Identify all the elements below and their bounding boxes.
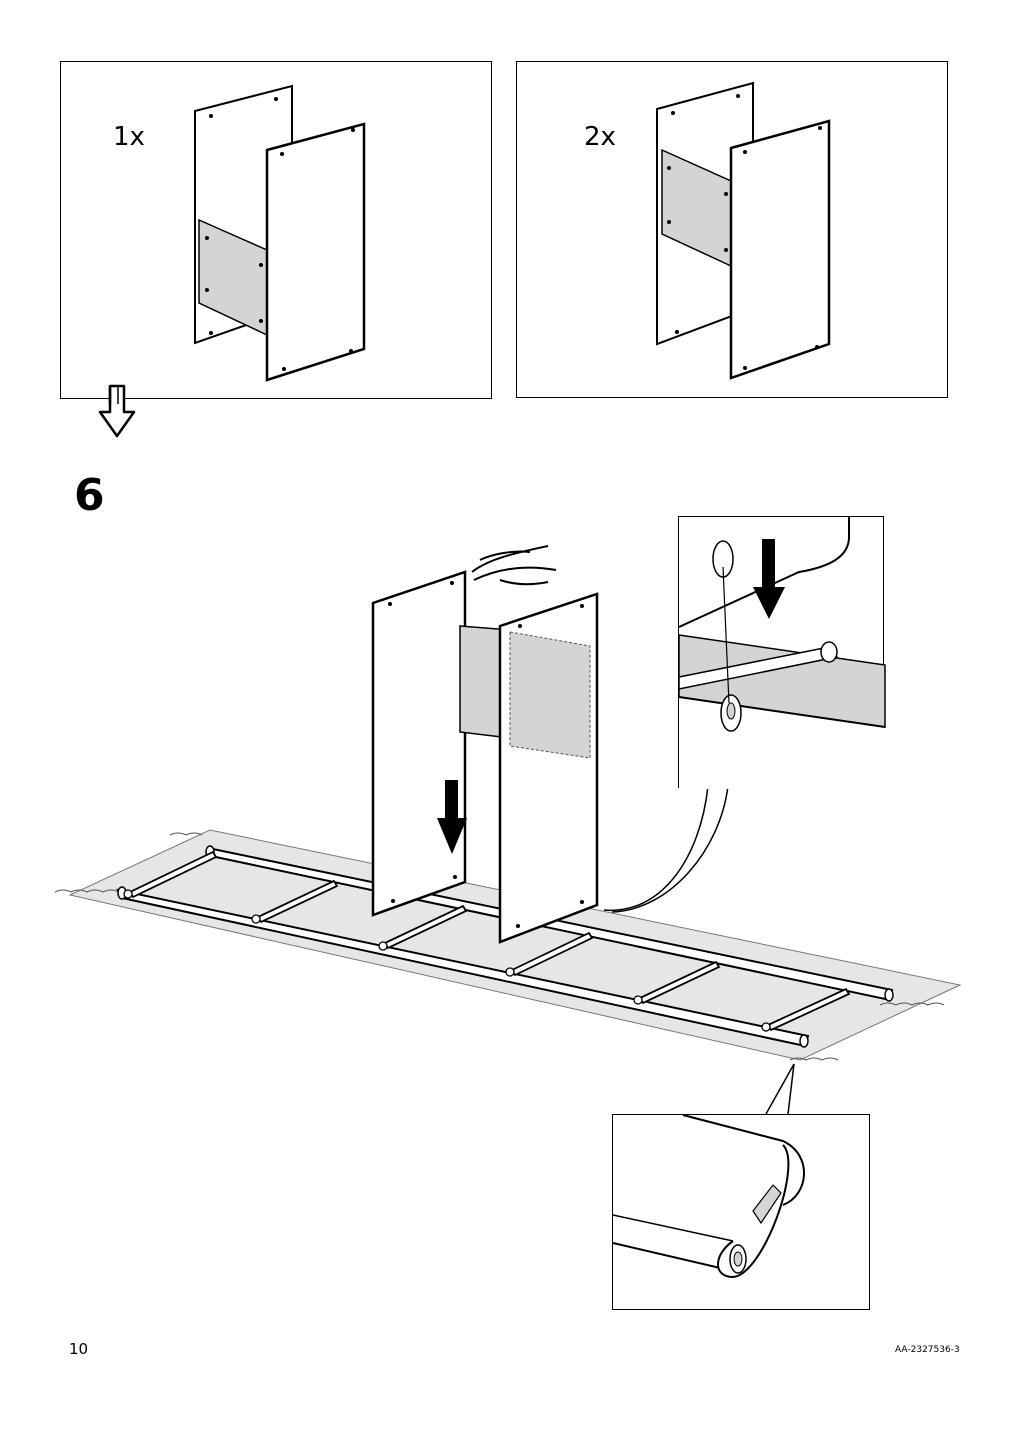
- quantity-1x-label: 1x: [113, 122, 145, 152]
- detail-pin-insertion: [678, 516, 886, 789]
- step-6-main-illustration: [54, 545, 962, 1061]
- rail-end-detail-illustration: [612, 1114, 805, 1279]
- side-panels-2x-illustration: [656, 81, 831, 380]
- pin-detail-illustration: [678, 517, 886, 789]
- panel-2x: 2x: [516, 61, 948, 398]
- side-panels-1x-illustration: [194, 84, 366, 382]
- page-number: 10: [69, 1340, 89, 1358]
- detail-rail-end: [612, 1114, 870, 1310]
- panel-1x: 1x: [60, 61, 492, 399]
- step-number: 6: [74, 470, 105, 521]
- document-code: AA-2327536-3: [895, 1345, 960, 1355]
- quantity-2x-label: 2x: [584, 122, 616, 152]
- next-step-arrow-icon: [98, 384, 136, 438]
- rail-end-callout: [765, 1063, 795, 1115]
